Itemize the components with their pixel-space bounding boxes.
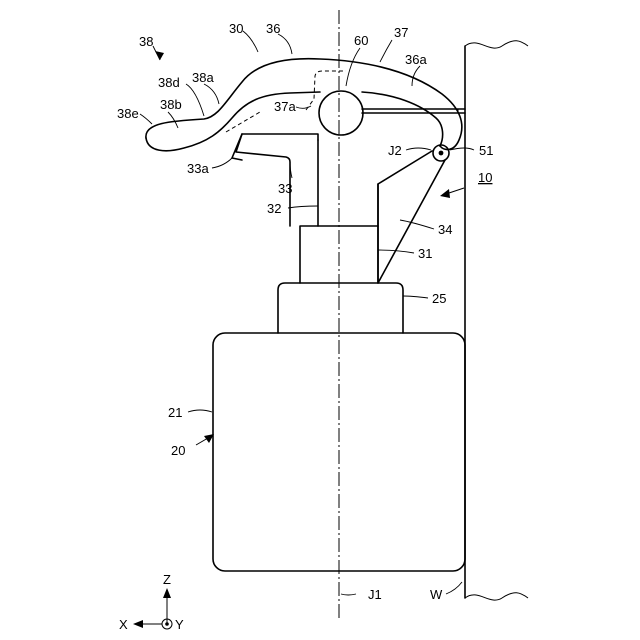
label-30: 30 [229, 21, 243, 36]
label-31: 31 [418, 246, 432, 261]
label-33: 33 [278, 181, 292, 196]
roller [319, 91, 363, 135]
label-36a: 36a [405, 52, 427, 67]
arrow-38 [155, 51, 164, 60]
label-W: W [430, 587, 443, 602]
label-37a: 37a [274, 99, 296, 114]
label-33a: 33a [187, 161, 209, 176]
hidden-edge-38a [226, 112, 260, 132]
coordinate-axes: Z X Y [119, 572, 184, 632]
label-21: 21 [168, 405, 182, 420]
axis-z-label: Z [163, 572, 171, 587]
label-20: 20 [171, 443, 185, 458]
label-10: 10 [478, 170, 492, 185]
label-36: 36 [266, 21, 280, 36]
label-25: 25 [432, 291, 446, 306]
support-bracket [362, 109, 465, 113]
link-arm [378, 151, 445, 283]
label-38a: 38a [192, 70, 214, 85]
label-38b: 38b [160, 97, 182, 112]
label-34: 34 [438, 222, 452, 237]
label-38: 38 [139, 34, 153, 49]
label-51: 51 [479, 143, 493, 158]
leader-lines [140, 31, 474, 595]
axis-y-label: Y [175, 617, 184, 632]
label-J2: J2 [388, 143, 402, 158]
nozzle-tip [232, 134, 242, 160]
pivot-center [439, 151, 444, 156]
label-32: 32 [267, 201, 281, 216]
bottle-cap [278, 283, 403, 333]
label-37: 37 [394, 25, 408, 40]
arrow-10-head [440, 189, 450, 198]
label-38e: 38e [117, 106, 139, 121]
label-38d: 38d [158, 75, 180, 90]
label-J1: J1 [368, 587, 382, 602]
label-60: 60 [354, 33, 368, 48]
pump-stem [318, 140, 378, 226]
wall [465, 41, 528, 600]
axis-x-label: X [119, 617, 128, 632]
